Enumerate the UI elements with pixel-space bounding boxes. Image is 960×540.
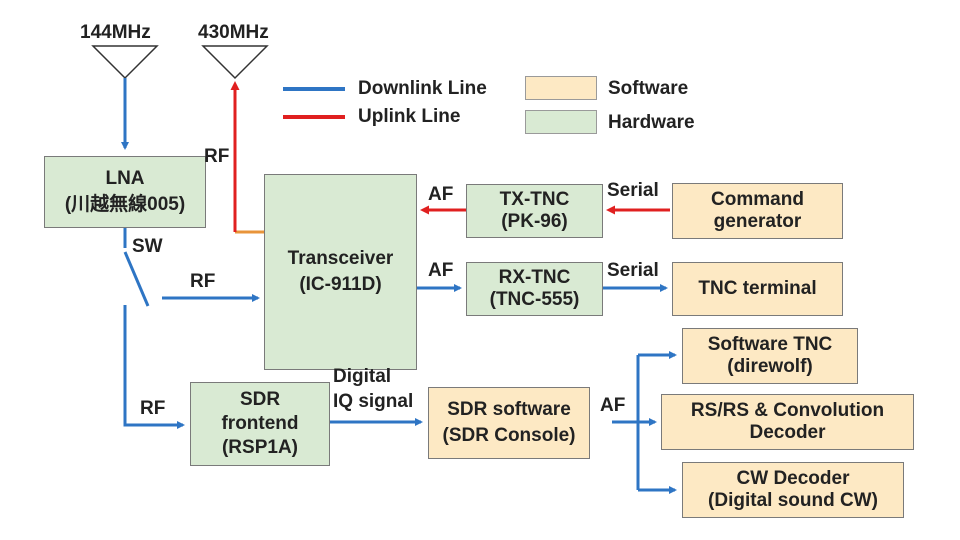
cw-decoder-title: CW Decoder: [736, 468, 850, 489]
legend-hardware-label: Hardware: [608, 112, 695, 133]
iq-signal-label: IQ signal: [333, 391, 414, 412]
sdr-software-model: (SDR Console): [442, 425, 576, 446]
sdr-frontend-model: (RSP1A): [221, 437, 298, 458]
sdr-frontend-box: SDR frontend (RSP1A): [190, 382, 330, 466]
cw-decoder-model: (Digital sound CW): [708, 490, 878, 511]
software-tnc-model: (direwolf): [727, 356, 813, 377]
antenna-430-icon: [201, 45, 269, 80]
lna-title: LNA: [105, 168, 145, 189]
rs-decoder-line2: Decoder: [749, 422, 826, 443]
rx-tnc-model: (TNC-555): [489, 289, 580, 310]
transceiver-model: (IC-911D): [299, 274, 382, 295]
legend-software-swatch: [525, 76, 597, 100]
cw-decoder-box: CW Decoder (Digital sound CW): [682, 462, 904, 518]
rx-tnc-title: RX-TNC: [498, 267, 571, 288]
antenna-144-label: 144MHz: [80, 22, 151, 43]
rf-switch-label: RF: [190, 271, 216, 292]
sdr-software-title: SDR software: [447, 399, 571, 420]
legend-software-label: Software: [608, 78, 689, 99]
lna-model: (川越無線005): [64, 194, 186, 215]
tnc-terminal-box: TNC terminal: [672, 262, 843, 316]
serial-tx-label: Serial: [607, 180, 659, 201]
tx-tnc-model: (PK-96): [501, 211, 568, 232]
rx-tnc-box: RX-TNC (TNC-555): [466, 262, 603, 316]
sdr-frontend-line1: SDR: [239, 389, 281, 410]
software-tnc-title: Software TNC: [707, 334, 833, 355]
software-tnc-box: Software TNC (direwolf): [682, 328, 858, 384]
af-tx-label: AF: [428, 184, 454, 205]
sw-label: SW: [132, 236, 163, 257]
rf-sdr-label: RF: [140, 398, 166, 419]
lna-box: LNA (川越無線005): [44, 156, 206, 228]
rf-uplink-label: RF: [204, 146, 230, 167]
command-generator-line1: Command: [711, 189, 804, 210]
af-rx-label: AF: [428, 260, 454, 281]
downlink-switch-to-sdr: [123, 305, 185, 429]
tx-tnc-title: TX-TNC: [499, 189, 570, 210]
tnc-terminal-label: TNC terminal: [698, 278, 817, 299]
command-generator-box: Command generator: [672, 183, 843, 239]
transceiver-box: Transceiver (IC-911D): [264, 174, 417, 370]
legend-hardware-swatch: [525, 110, 597, 134]
transceiver-title: Transceiver: [287, 248, 394, 269]
command-generator-line2: generator: [713, 211, 802, 232]
legend-downlink-label: Downlink Line: [358, 78, 487, 99]
sdr-frontend-line2: frontend: [221, 413, 299, 434]
af-sdr-label: AF: [600, 395, 626, 416]
switch-blade: [123, 251, 150, 307]
digital-label: Digital: [333, 366, 392, 387]
antenna-144-icon: [91, 45, 159, 80]
legend-uplink-label: Uplink Line: [358, 106, 461, 127]
serial-rx-label: Serial: [607, 260, 659, 281]
antenna-430-label: 430MHz: [198, 22, 269, 43]
sdr-software-box: SDR software (SDR Console): [428, 387, 590, 459]
rs-decoder-title: RS/RS & Convolution: [690, 400, 885, 421]
tx-tnc-box: TX-TNC (PK-96): [466, 184, 603, 238]
rs-decoder-box: RS/RS & Convolution Decoder: [661, 394, 914, 450]
